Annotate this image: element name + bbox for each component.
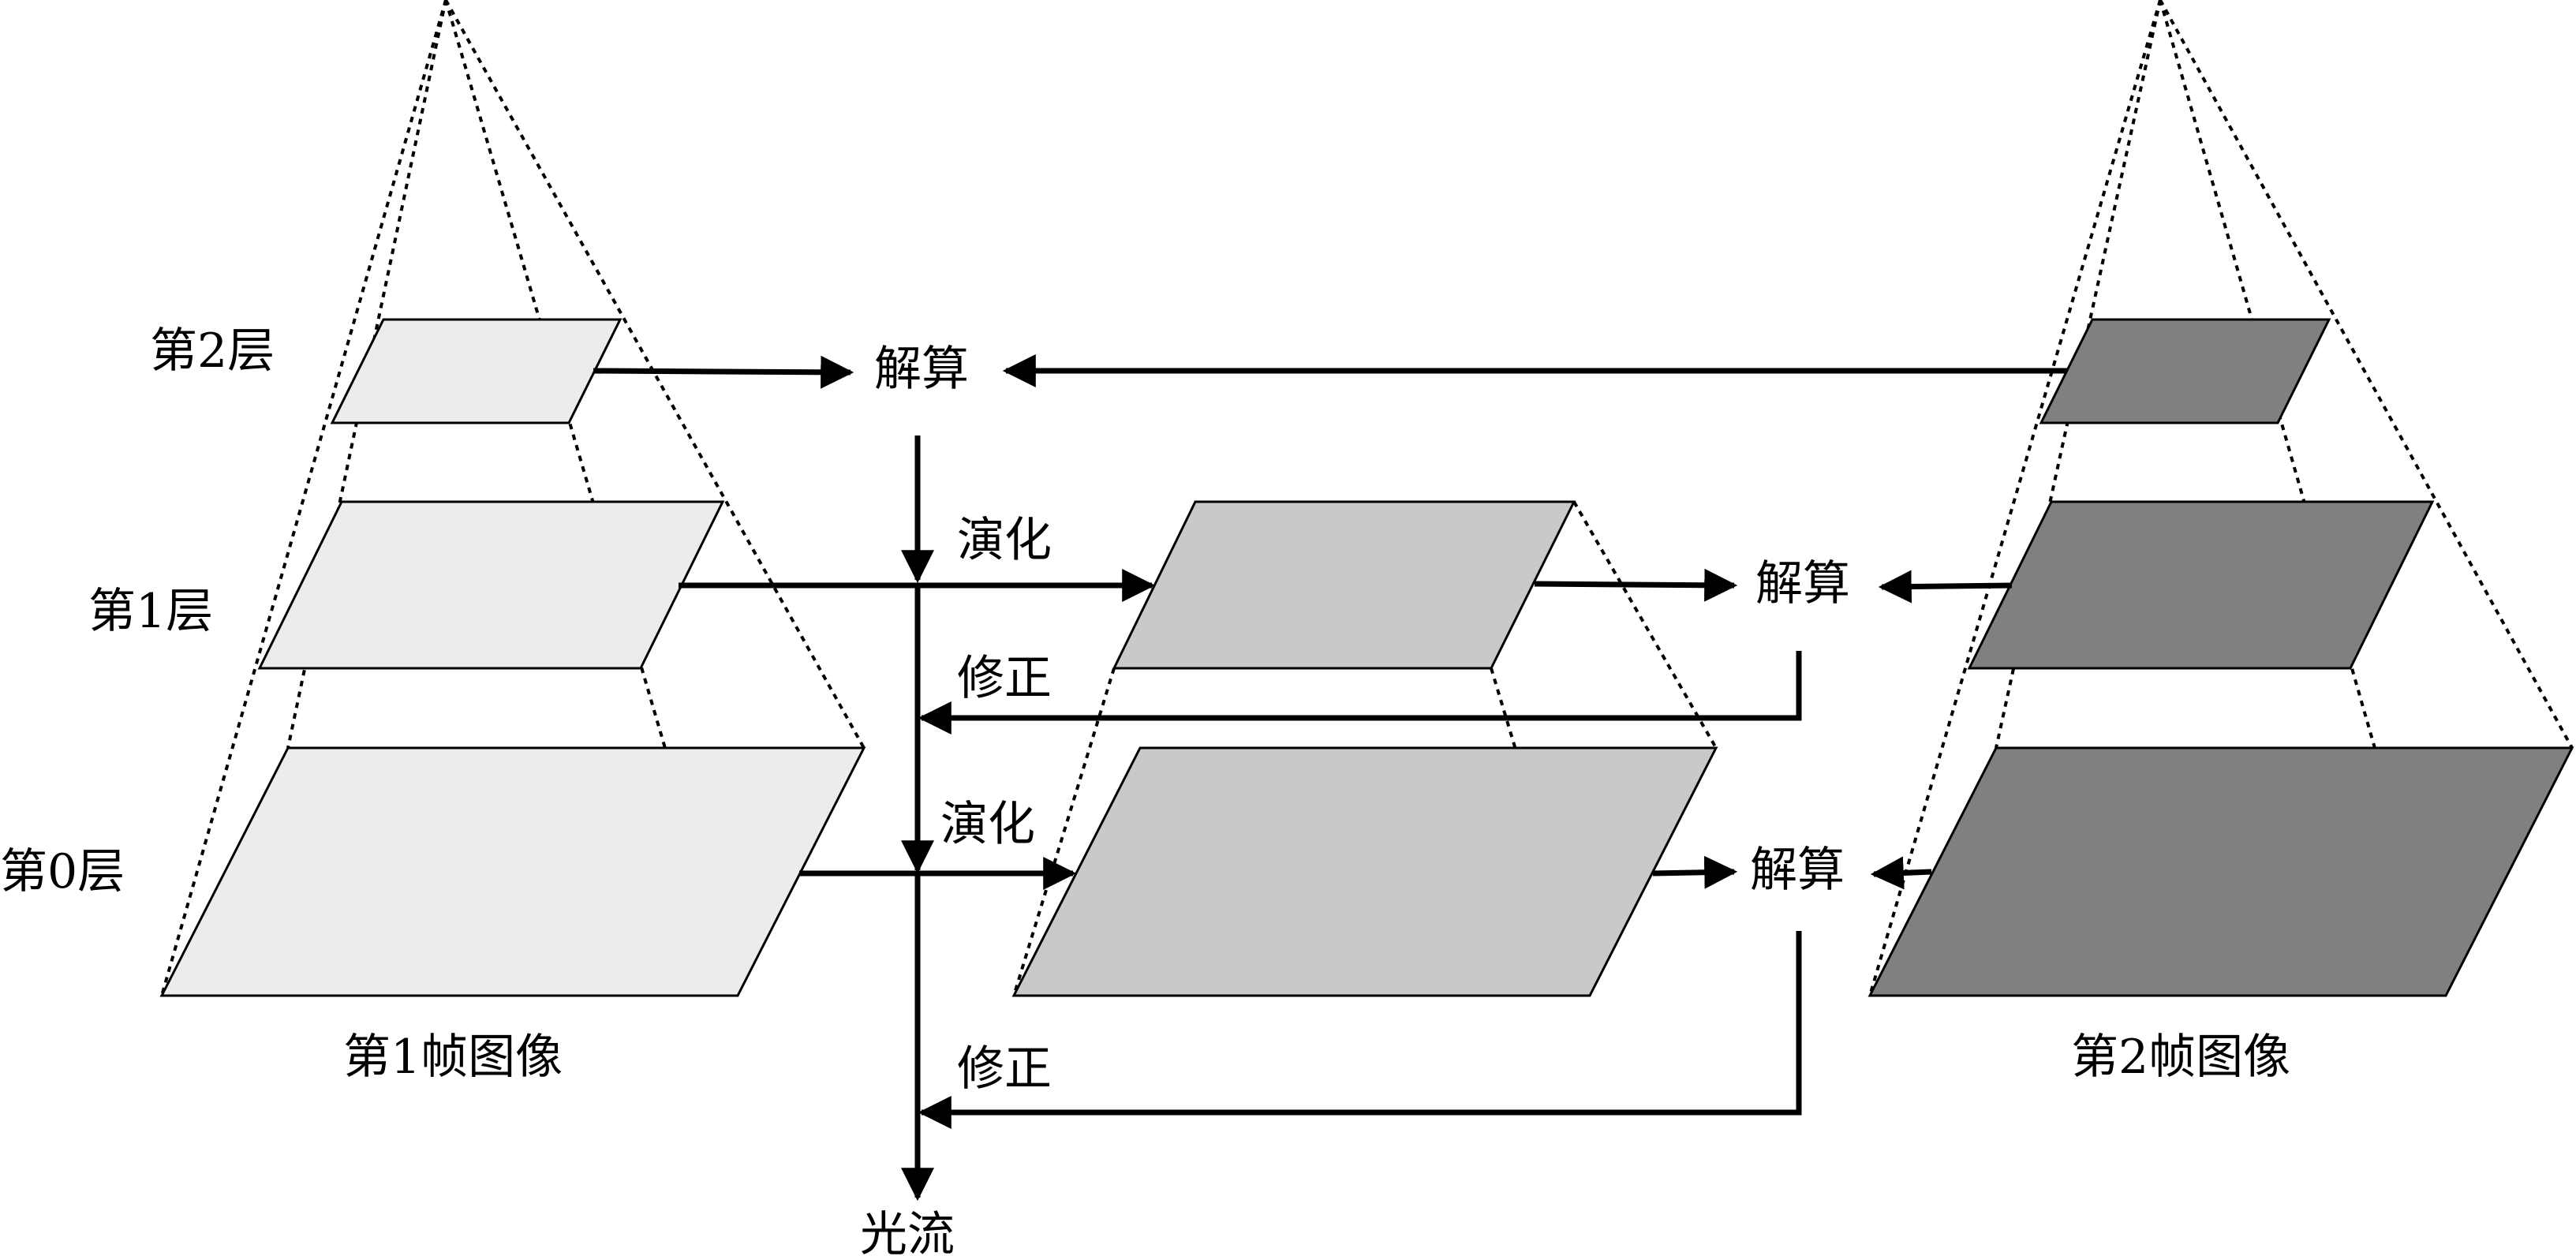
frame2-pyramid-edge: [2159, 0, 2574, 749]
layer1-label: 第1层: [88, 584, 213, 639]
layer0-label: 第0层: [0, 844, 125, 899]
middle-pyramid: [1011, 500, 1718, 997]
frame1-pyramid: [159, 0, 866, 997]
arrow-frame1-layer2-to-solve: [593, 355, 854, 389]
arrow-correct-layer0: [918, 931, 1802, 1129]
arrow-frame2-layer0-to-solve: [1870, 856, 1932, 890]
optical-flow-label: 光流: [860, 1207, 955, 1256]
frame2-layer2-plane: [2039, 318, 2331, 424]
correct-label-layer0: 修正: [957, 1041, 1052, 1097]
middle-layer0-plane: [1011, 746, 1718, 997]
solve-label-bottom: 解算: [1750, 843, 1845, 898]
correct-label-layer1: 修正: [957, 651, 1052, 706]
frame1-label: 第1帧图像: [343, 1030, 563, 1085]
arrow-correct-layer1: [918, 651, 1802, 735]
evolve-label-layer0: 演化: [940, 797, 1035, 852]
solve-label-top: 解算: [874, 342, 969, 397]
labels: 第2层 第1层 第0层 第1帧图像 第2帧图像 解算 解算 解算 演化 演化 修…: [0, 323, 2290, 1256]
frame2-pyramid-edge: [1868, 0, 2162, 996]
frame1-pyramid-edge: [160, 0, 447, 996]
frame1-layer2-plane: [330, 318, 623, 424]
middle-pyramid-edge: [1572, 501, 1718, 749]
arrow-middle-layer1-to-solve: [1534, 568, 1738, 602]
frame2-pyramid: [1868, 0, 2574, 997]
evolve-label-layer1: 演化: [957, 513, 1052, 568]
frame2-label: 第2帧图像: [2071, 1030, 2290, 1085]
frame2-layer0-plane: [1868, 746, 2574, 997]
middle-layer1-plane: [1112, 500, 1576, 670]
frame1-layer1-plane: [257, 500, 725, 670]
solve-label-mid: 解算: [1755, 556, 1850, 611]
flow-arrows: [593, 354, 2067, 1202]
frame2-layer1-plane: [1967, 500, 2435, 670]
arrow-frame2-layer1-to-solve: [1878, 570, 2013, 604]
frame1-layer0-plane: [159, 746, 866, 997]
arrow-middle-layer0-to-solve: [1652, 855, 1738, 889]
middle-pyramid-edge: [1012, 667, 1116, 996]
layer2-label: 第2层: [150, 323, 275, 379]
